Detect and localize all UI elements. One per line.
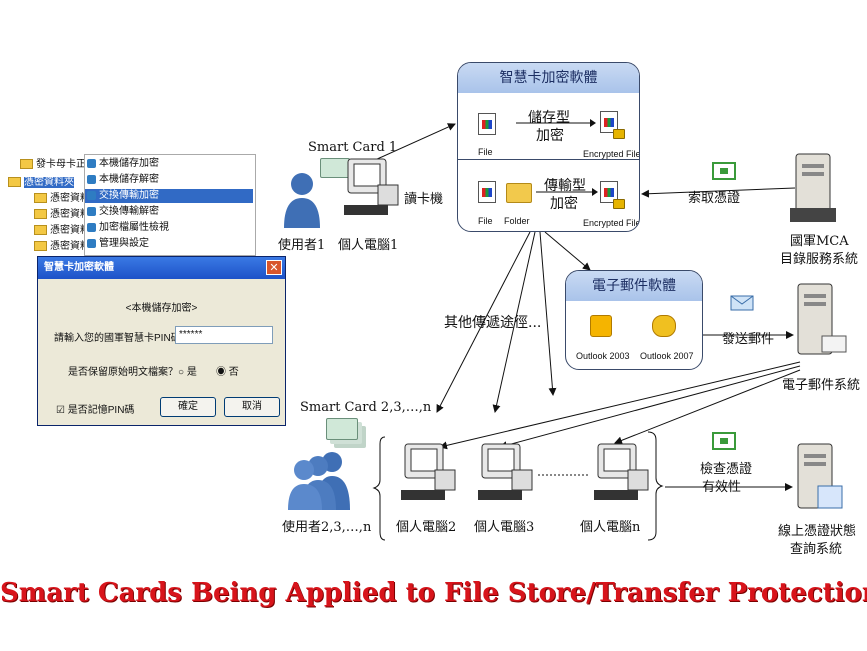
submenu-item[interactable]: 本機儲存加密 [87, 157, 159, 171]
lock-file-icon [87, 206, 96, 216]
encrypted-file-label: Encrypted File [583, 218, 640, 228]
file-icon [478, 113, 496, 135]
context-submenu: 本機儲存加密 本機儲存解密 交換傳輸加密 交換傳輸解密 加密檔屬性檢視 管理與設… [84, 154, 256, 256]
folder-icon [34, 241, 47, 252]
pin-label: 請輸入您的國軍智慧卡PIN碼 [54, 333, 181, 344]
mail-icon [730, 295, 754, 311]
close-button[interactable]: ✕ [266, 260, 282, 275]
folder-icon [34, 225, 47, 236]
check-cert-label-2: 有效性 [702, 480, 742, 495]
store-label-1: 儲存型 [528, 110, 570, 126]
encrypted-file-icon [600, 181, 618, 203]
submenu-item[interactable]: 交換傳輸解密 [87, 205, 159, 219]
mail-system-label: 電子郵件系統 [782, 378, 861, 393]
get-cert-label: 索取憑證 [688, 191, 741, 206]
users-n-label: 使用者2,3,…,n [282, 520, 372, 535]
certificate-icon [712, 432, 736, 450]
folder-icon [506, 183, 532, 203]
ocsp-label-2: 查詢系統 [790, 542, 843, 557]
lock-file-icon [87, 190, 96, 200]
tree-item[interactable]: 憑密資料 [34, 208, 90, 222]
user-icon [284, 173, 320, 228]
submenu-item[interactable]: 管理與設定 [87, 237, 149, 251]
remember-pin-checkbox[interactable]: ☑ 是否記憶PIN碼 [56, 405, 135, 416]
folder-icon [20, 159, 33, 170]
ocsp-label-1: 線上憑證狀態 [778, 524, 857, 539]
outlook-2007-icon [652, 315, 676, 337]
pc-icon [478, 443, 533, 500]
file-icon [478, 181, 496, 203]
gear-icon [87, 238, 96, 248]
ok-button[interactable]: 確定 [160, 397, 216, 417]
pc1-label: 個人電腦1 [338, 238, 399, 253]
arrow-icon [536, 188, 598, 196]
card-reader-label: 讀卡機 [404, 192, 444, 207]
check-cert-label-1: 檢查憑證 [700, 462, 753, 477]
dialog-title: 智慧卡加密軟體 [38, 257, 285, 279]
folder-icon [34, 209, 47, 220]
submenu-item-selected[interactable]: 交換傳輸加密 [85, 189, 253, 203]
tree-menu: 發卡母卡正 憑密資料夾 憑密資料 憑密資料 憑密資料 憑密資料 本機儲存加密 本… [0, 152, 265, 264]
radio-no[interactable]: ◉ 否 [216, 367, 239, 378]
arrow-icon [516, 119, 596, 127]
ocsp-server-icon [797, 443, 843, 509]
folder-label: Folder [504, 216, 530, 226]
pc-icon [594, 443, 649, 500]
mca-label-1: 國軍MCA [790, 234, 849, 249]
store-label-2: 加密 [536, 128, 564, 144]
file-label: File [478, 147, 493, 157]
lock-file-icon [87, 222, 96, 232]
transfer-label-2: 加密 [550, 196, 578, 212]
tree-item[interactable]: 憑密資料 [34, 192, 90, 206]
folder-icon [8, 177, 21, 188]
encryption-software-box: 智慧卡加密軟體 File 儲存型 加密 Encrypted File File … [457, 62, 640, 232]
other-paths-label: 其他傳遞途徑... [444, 315, 542, 331]
mail-box-title: 電子郵件軟體 [566, 271, 702, 301]
file-label: File [478, 216, 493, 226]
smart-card-n-label: Smart Card 2,3,…,n [300, 400, 432, 415]
slide-title: Smart Cards Being Applied to File Store/… [0, 578, 867, 608]
pc-icon [344, 158, 399, 215]
mail-server-icon [797, 283, 847, 355]
encryption-box-title: 智慧卡加密軟體 [458, 63, 639, 93]
encrypted-file-icon [600, 111, 618, 133]
tree-item[interactable]: 發卡母卡正 [20, 158, 86, 172]
pin-dialog: 智慧卡加密軟體 ✕ <本機儲存加密> 請輸入您的國軍智慧卡PIN碼 ******… [37, 256, 286, 426]
lock-file-icon [87, 174, 96, 184]
lock-icon [613, 129, 625, 139]
users-group-icon [288, 452, 350, 510]
lock-icon [613, 199, 625, 209]
dialog-heading: <本機儲存加密> [125, 303, 198, 314]
folder-icon [34, 193, 47, 204]
mca-label-2: 目錄服務系統 [780, 252, 859, 267]
submenu-item[interactable]: 加密檔屬性檢視 [87, 221, 169, 235]
keep-question: 是否保留原始明文檔案？ [68, 367, 178, 378]
smart-cards-icon [326, 418, 358, 440]
outlook-2003-icon [590, 315, 612, 337]
certificate-icon [712, 162, 736, 180]
mail-software-box: 電子郵件軟體 Outlook 2003 Outlook 2007 [565, 270, 703, 370]
transfer-label-1: 傳輸型 [544, 178, 586, 194]
outlook-2003-label: Outlook 2003 [576, 351, 630, 361]
user1-label: 使用者1 [278, 238, 326, 253]
pcn-label: 個人電腦n [580, 520, 641, 535]
pc2-label: 個人電腦2 [396, 520, 457, 535]
smart-card-1-label: Smart Card 1 [308, 140, 398, 155]
pin-input[interactable]: ****** [175, 326, 273, 344]
server-icon [790, 153, 836, 222]
radio-yes[interactable]: ○ 是 [178, 367, 197, 378]
tree-item[interactable]: 憑密資料 [34, 240, 90, 254]
cancel-button[interactable]: 取消 [224, 397, 280, 417]
submenu-item[interactable]: 本機儲存解密 [87, 173, 159, 187]
pc-icon [401, 443, 456, 500]
tree-item[interactable]: 憑密資料 [34, 224, 90, 238]
pc3-label: 個人電腦3 [474, 520, 535, 535]
lock-file-icon [87, 158, 96, 168]
send-mail-label: 發送郵件 [722, 332, 775, 347]
tree-item[interactable]: 憑密資料夾 [8, 176, 74, 190]
outlook-2007-label: Outlook 2007 [640, 351, 694, 361]
divider [458, 159, 639, 160]
encrypted-file-label: Encrypted File [583, 149, 640, 159]
